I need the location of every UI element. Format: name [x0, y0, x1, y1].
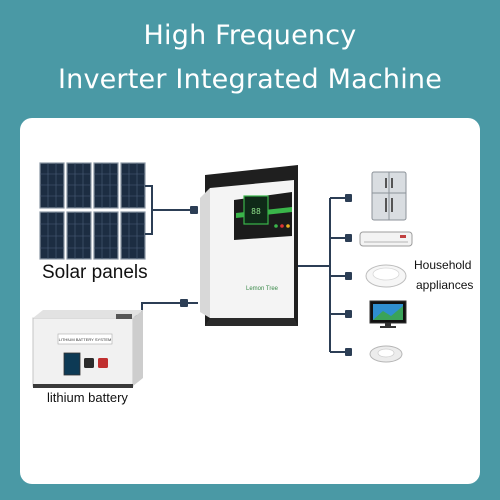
solar-panels-group [39, 162, 146, 260]
refrigerator-icon [371, 171, 407, 221]
downlight-icon [369, 345, 403, 363]
ceiling-lamp-icon [365, 264, 407, 288]
battery-display [63, 352, 81, 376]
solar-panel [66, 162, 92, 209]
solar-panel [93, 162, 119, 209]
solar-panel [39, 211, 65, 260]
household-label-line-1: Household [414, 258, 472, 272]
title-line-1: High Frequency [143, 20, 357, 51]
solar-panel [39, 162, 65, 209]
solar-panel [93, 211, 119, 260]
solar-panel [120, 162, 146, 209]
inverter-display [243, 195, 269, 225]
inverter-unit: 88 Lemon Tree [200, 165, 298, 326]
lithium-battery-label: lithium battery [47, 390, 128, 405]
title-line-2: Inverter Integrated Machine [57, 64, 443, 95]
household-label-line-2: appliances [416, 278, 474, 292]
svg-text:88: 88 [251, 207, 261, 216]
television-icon [369, 300, 407, 328]
solar-panel [66, 211, 92, 260]
solar-panels-label: Solar panels [42, 262, 148, 283]
solar-panel [120, 211, 146, 260]
air-conditioner-icon [359, 231, 413, 247]
inverter-brand: Lemon Tree [246, 286, 279, 292]
lithium-battery-unit: LITHIUM BATTERY SYSTEM [32, 310, 143, 388]
cable-connectors [180, 194, 352, 356]
battery-plate: LITHIUM BATTERY SYSTEM [59, 337, 112, 342]
